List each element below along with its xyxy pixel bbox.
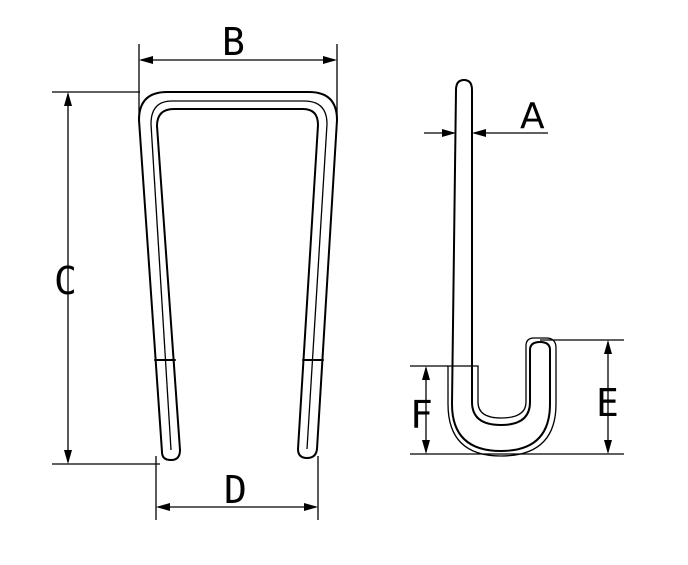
front-view-inner-contour	[150, 100, 328, 450]
dimension-label-e: E	[596, 381, 619, 425]
front-view-inner-contour-left	[150, 123, 172, 451]
dimension-a: A	[424, 96, 548, 137]
dimension-label-a: A	[520, 96, 545, 137]
dimension-label-c: C	[54, 259, 77, 303]
dimension-label-f: F	[410, 393, 433, 437]
dimension-b: B	[138, 20, 338, 120]
side-view: A E F	[410, 79, 624, 457]
side-view-outer-contour	[451, 79, 551, 452]
side-view-coating-contour	[447, 337, 557, 457]
front-view-outer-contour	[138, 91, 338, 461]
dimension-label-b: B	[222, 20, 245, 64]
dimension-d: D	[155, 456, 319, 520]
dimension-label-d: D	[224, 468, 247, 512]
front-view: B C D	[52, 20, 338, 520]
dimension-e: E	[410, 339, 624, 455]
dimension-f: F	[410, 365, 448, 454]
dimension-c: C	[52, 91, 160, 465]
